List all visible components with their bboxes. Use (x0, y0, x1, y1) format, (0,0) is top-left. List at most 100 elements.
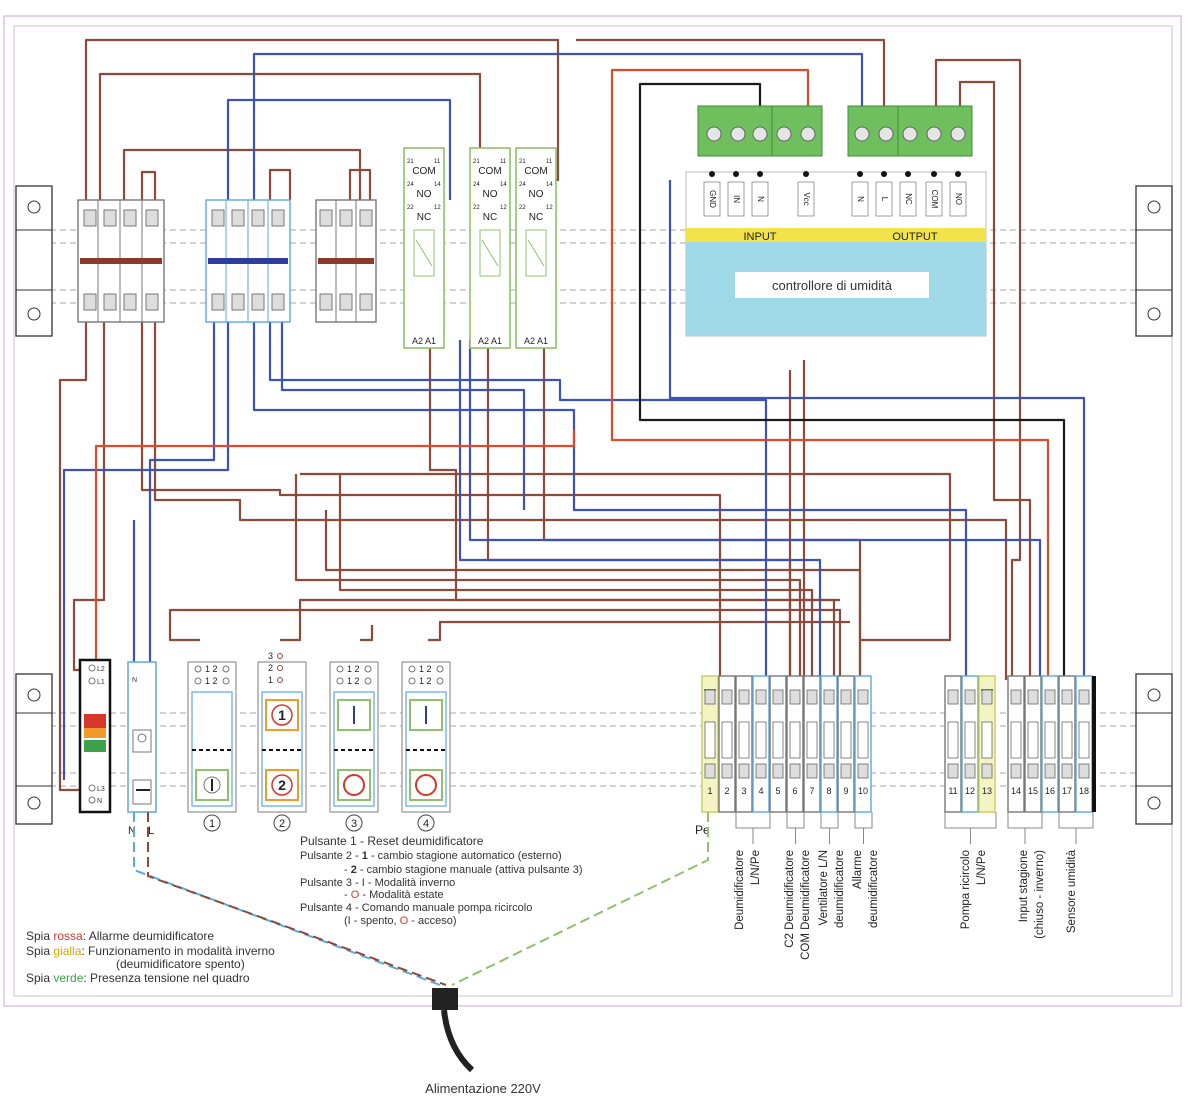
main-breaker-l-label: L (148, 825, 154, 837)
note-p4b-o: O (400, 915, 409, 927)
bracket-bottom-right (1135, 673, 1173, 825)
lamp-legend: Spia rossa: Allarme deumidificatore Spia… (26, 929, 275, 985)
note-p4b-post: - acceso) (408, 915, 456, 927)
button-2-pin-1: 1 (268, 675, 273, 685)
legend-red: Spia rossa: Allarme deumidificatore (26, 929, 214, 943)
note-p2a-pre: Pulsante 2 - (300, 850, 362, 862)
terminal-13-number: 13 (982, 786, 992, 796)
relay-3-pin-top-right: 11 (546, 159, 553, 165)
note-p3b: - O - Modalità estate (344, 889, 444, 901)
relay-3-com: COM (524, 166, 547, 177)
push-button-3: 1 21 23 (329, 661, 379, 832)
relay-2-nc: NC (483, 212, 497, 223)
terminal-2-number: 2 (724, 786, 729, 796)
relay-3-nc: NC (529, 212, 543, 223)
relay-2-pin-bot-right: 12 (500, 205, 507, 211)
button-1-pins-2: 1 2 (205, 676, 218, 686)
terminal-18: 18 (1075, 675, 1093, 813)
relay-1-pin-bot-right: 12 (434, 205, 441, 211)
terminal-7-number: 7 (809, 786, 814, 796)
lamp-red (84, 714, 106, 728)
note-p2a-post: - cambio stagione automatico (esterno) (368, 850, 562, 862)
terminal-6-number: 6 (792, 786, 797, 796)
wires (58, 38, 1086, 792)
controller-input-pin-3: N (756, 196, 765, 202)
button-3-pins-1: 1 2 (347, 664, 360, 674)
relay-3-pin-top-left: 21 (519, 159, 526, 165)
terminal-10: 10 (854, 675, 872, 813)
controller-title: controllore di umidità (772, 278, 893, 293)
bracket-top-right (1135, 185, 1173, 337)
lamp-l3: L3 (97, 786, 105, 793)
button-3-number: 3 (351, 818, 357, 830)
enclosure-inner (13, 25, 1173, 997)
terminal-pe-label: Pe (695, 823, 710, 837)
terminal-9-number: 9 (843, 786, 848, 796)
terminal-3-number: 3 (741, 786, 746, 796)
terminal-group-7-line1: Sensore umidità (1066, 849, 1078, 933)
terminal-group-5-line1: Pompa ricircolo (960, 850, 972, 929)
button-2-pin-2: 2 (268, 663, 273, 673)
note-p4b-pre: (I - spento, (344, 915, 400, 927)
terminal-10-number: 10 (858, 786, 868, 796)
terminal-group-4: Allarme deumidificatore (852, 812, 880, 928)
relay-1-pin-top-left: 21 (407, 159, 414, 165)
terminal-7: 7 (803, 675, 821, 813)
terminal-group-2-line1: C2 Deumidificatore (784, 850, 796, 948)
legend-yellow-line2: (deumidificatore spento) (116, 957, 245, 971)
relay-2-pin-top-left: 21 (473, 159, 480, 165)
power-feed: Alimentazione 220V (133, 812, 709, 1096)
terminal-9: 9 (837, 675, 855, 813)
terminal-group-6-line1: Input stagione (1018, 850, 1030, 922)
note-p2b-post: - cambio stagione manuale (attiva pulsan… (357, 864, 583, 876)
terminal-15: 15 (1024, 675, 1042, 813)
terminal-group-5-line2: L/N/Pe (976, 850, 988, 885)
relay-1-coil: A2 A1 (412, 336, 436, 346)
legend-red-word: rossa (53, 929, 83, 943)
legend-yellow-pre: Spia (26, 944, 53, 958)
relay-2-no: NO (483, 189, 498, 200)
push-button-1: 1 2 1 2 1 (187, 661, 237, 832)
button-2-pin-3: 3 (268, 651, 273, 661)
button-2-face-2: 2 (278, 777, 286, 793)
button-1-pins-1: 1 2 (205, 664, 218, 674)
relay-2-coil: A2 A1 (478, 336, 502, 346)
legend-green-word: verde (53, 971, 83, 985)
distribution-block-blue (205, 199, 291, 323)
relay-1-nc: NC (417, 212, 431, 223)
terminal-16: 16 (1041, 675, 1059, 813)
terminal-4: 4 (752, 675, 770, 813)
terminal-group-6-line2: (chiuso - inverno) (1034, 850, 1046, 939)
controller-input-pin-2: IN (732, 195, 741, 203)
legend-green-pre: Spia (26, 971, 53, 985)
relay-2-pin-mid-left: 24 (473, 182, 480, 188)
terminal-15-number: 15 (1028, 786, 1038, 796)
lamp-orange (84, 728, 106, 738)
terminal-13: 13 (978, 675, 996, 813)
note-p2a-bold: 1 (362, 850, 368, 862)
push-buttons: 1 2 1 2 1 3 2 1 1 2 2 1 2 1 2 3 1 21 24 (187, 651, 451, 832)
controller-output-pin-1: N (856, 196, 865, 202)
terminal-group-4-line2: deumidificatore (868, 850, 880, 928)
main-breaker-n-label: N (128, 825, 136, 837)
terminal-group-4-line1: Allarme (852, 850, 864, 889)
terminal-2: 2 (718, 675, 736, 813)
terminal-8: 8 (820, 675, 838, 813)
main-breaker-n-pin: N (132, 677, 137, 684)
note-p3b-post: - Modalità estate (359, 889, 443, 901)
terminal-18-number: 18 (1079, 786, 1089, 796)
note-p4b: (I - spento, O - acceso) (344, 915, 457, 927)
lamp-l1: L1 (97, 679, 105, 686)
button-1-number: 1 (209, 818, 215, 830)
button-2-number: 2 (279, 818, 285, 830)
signal-lamps: L2 L1 L3 N (78, 658, 112, 814)
relay-3-coil: A2 A1 (524, 336, 548, 346)
push-button-4: 1 21 24 (401, 661, 451, 832)
legend-green: Spia verde: Presenza tensione nel quadro (26, 971, 250, 985)
